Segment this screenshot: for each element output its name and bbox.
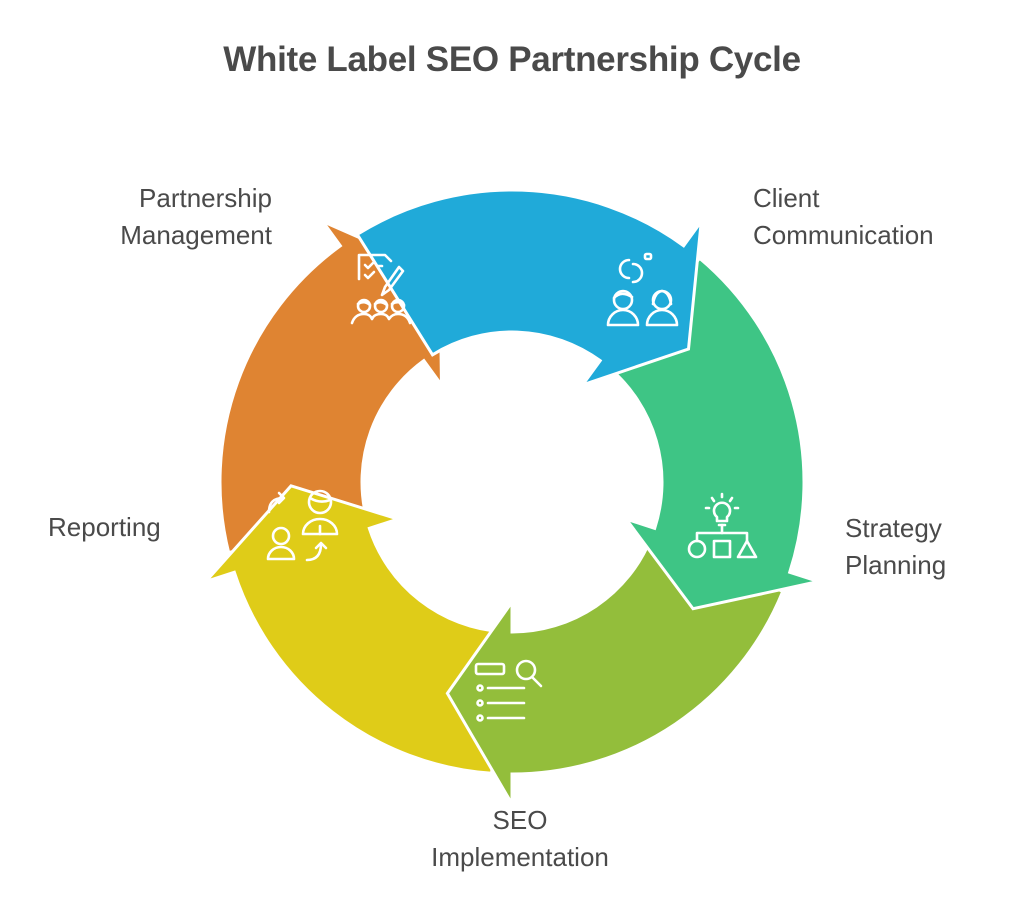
label-line: SEO — [492, 805, 548, 835]
stage-label-reporting: Reporting — [48, 509, 161, 546]
stage-label-strategy-planning: Strategy Planning — [845, 510, 946, 584]
idea-hierarchy-icon — [687, 492, 758, 559]
stage-label-seo-implementation: SEO Implementation — [400, 802, 640, 876]
label-line: Partnership — [139, 183, 272, 213]
label-line: Reporting — [48, 512, 161, 542]
cycle-arrow-client-communication — [355, 188, 704, 388]
label-line: Communication — [753, 220, 934, 250]
exchange-people-icon — [266, 489, 339, 562]
label-line: Strategy — [845, 513, 942, 543]
label-line: Planning — [845, 550, 947, 580]
checklist-team-icon — [350, 253, 412, 325]
stage-label-partnership-management: Partnership Management — [95, 180, 272, 254]
linked-people-icon — [606, 252, 679, 327]
label-line: Client — [753, 183, 820, 213]
label-line: Implementation — [431, 842, 609, 872]
diagram-title: White Label SEO Partnership Cycle — [223, 40, 801, 79]
search-list-icon — [474, 659, 543, 722]
arrow-group — [200, 188, 824, 810]
label-line: Management — [120, 220, 272, 250]
stage-label-client-communication: Client Communication — [753, 180, 934, 254]
